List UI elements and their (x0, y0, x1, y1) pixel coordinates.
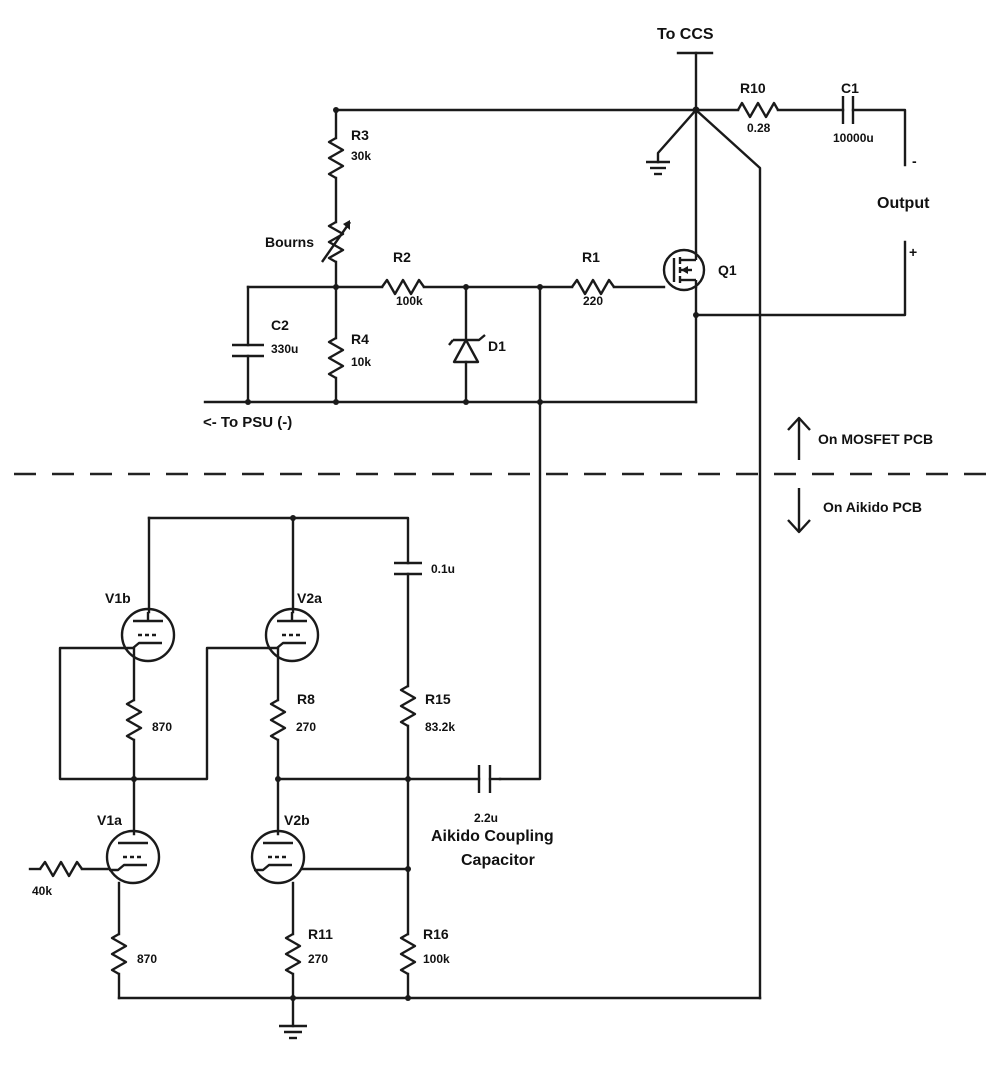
r16-value: 100k (423, 952, 450, 966)
v2b-tube (250, 829, 306, 885)
v2a-label: V2a (297, 590, 322, 606)
output-positive-lead (694, 240, 907, 317)
r2-label: R2 (393, 249, 411, 265)
ccs-terminal (676, 51, 714, 112)
c1-value: 10000u (833, 131, 874, 145)
r3-value: 30k (351, 149, 371, 163)
r16-resistor (399, 932, 417, 976)
r15-resistor (399, 684, 417, 728)
r-40k-resistor (39, 860, 83, 878)
r-870-upper-resistor (125, 698, 143, 742)
q1-mosfet (662, 248, 706, 292)
v1b-label: V1b (105, 590, 131, 606)
r8-value: 270 (296, 720, 316, 734)
r3-resistor (327, 136, 345, 180)
v1b-tube (120, 607, 176, 663)
lower-junction-dots (131, 515, 411, 1001)
on-aikido-pcb-label: On Aikido PCB (823, 499, 922, 515)
c-coupling-value: 2.2u (474, 811, 498, 825)
r2-resistor (381, 278, 425, 296)
r3-label: R3 (351, 127, 369, 143)
r10-resistor (736, 101, 780, 119)
upper-ground-symbol (646, 160, 670, 176)
c1-capacitor (841, 96, 855, 124)
r1-value: 220 (583, 294, 603, 308)
to-psu-label: <- To PSU (-) (203, 414, 292, 431)
r16-label: R16 (423, 926, 449, 942)
coupling-label-line2: Capacitor (461, 852, 535, 869)
r2-value: 100k (396, 294, 423, 308)
r-870-lower-resistor (110, 932, 128, 976)
v2a-tube (264, 607, 320, 663)
r-870-lower-value: 870 (137, 952, 157, 966)
v1a-tube (105, 829, 161, 885)
c2-value: 330u (271, 342, 298, 356)
output-plus: + (909, 244, 917, 260)
d1-zener-diode (448, 334, 486, 364)
c-0.1u-capacitor (394, 561, 422, 576)
q1-label: Q1 (718, 262, 737, 278)
upper-junction-dots (245, 106, 700, 405)
r11-resistor (284, 932, 302, 976)
r8-resistor (269, 698, 287, 742)
r8-label: R8 (297, 691, 315, 707)
r1-label: R1 (582, 249, 600, 265)
r11-label: R11 (308, 926, 333, 942)
r4-label: R4 (351, 331, 369, 347)
r15-label: R15 (425, 691, 451, 707)
r1-resistor (571, 278, 615, 296)
r10-label: R10 (740, 80, 766, 96)
r15-value: 83.2k (425, 720, 455, 734)
r11-value: 270 (308, 952, 328, 966)
c2-label: C2 (271, 317, 289, 333)
v1a-label: V1a (97, 812, 122, 828)
on-mosfet-pcb-label: On MOSFET PCB (818, 431, 933, 447)
d1-label: D1 (488, 338, 506, 354)
c2-capacitor (232, 343, 264, 358)
r4-value: 10k (351, 355, 371, 369)
to-ccs-label: To CCS (657, 26, 714, 43)
r-870-upper-value: 870 (152, 720, 172, 734)
r4-resistor (327, 336, 345, 380)
c1-label: C1 (841, 80, 859, 96)
coupling-label-line1: Aikido Coupling (431, 828, 554, 845)
bourns-label: Bourns (265, 234, 314, 250)
return-wire (694, 108, 762, 1000)
r-40k-value: 40k (32, 884, 52, 898)
arrow-up-icon (787, 416, 811, 460)
output-label: Output (877, 195, 930, 212)
bourns-trimmer (321, 220, 351, 264)
lower-ground-symbol (279, 1024, 307, 1040)
v2b-label: V2b (284, 812, 310, 828)
c-0.1u-value: 0.1u (431, 562, 455, 576)
output-minus: - (912, 153, 917, 169)
upper-ground-wire (656, 108, 698, 164)
r10-value: 0.28 (747, 121, 771, 135)
coupling-capacitor (477, 765, 492, 793)
arrow-down-icon (787, 488, 811, 534)
